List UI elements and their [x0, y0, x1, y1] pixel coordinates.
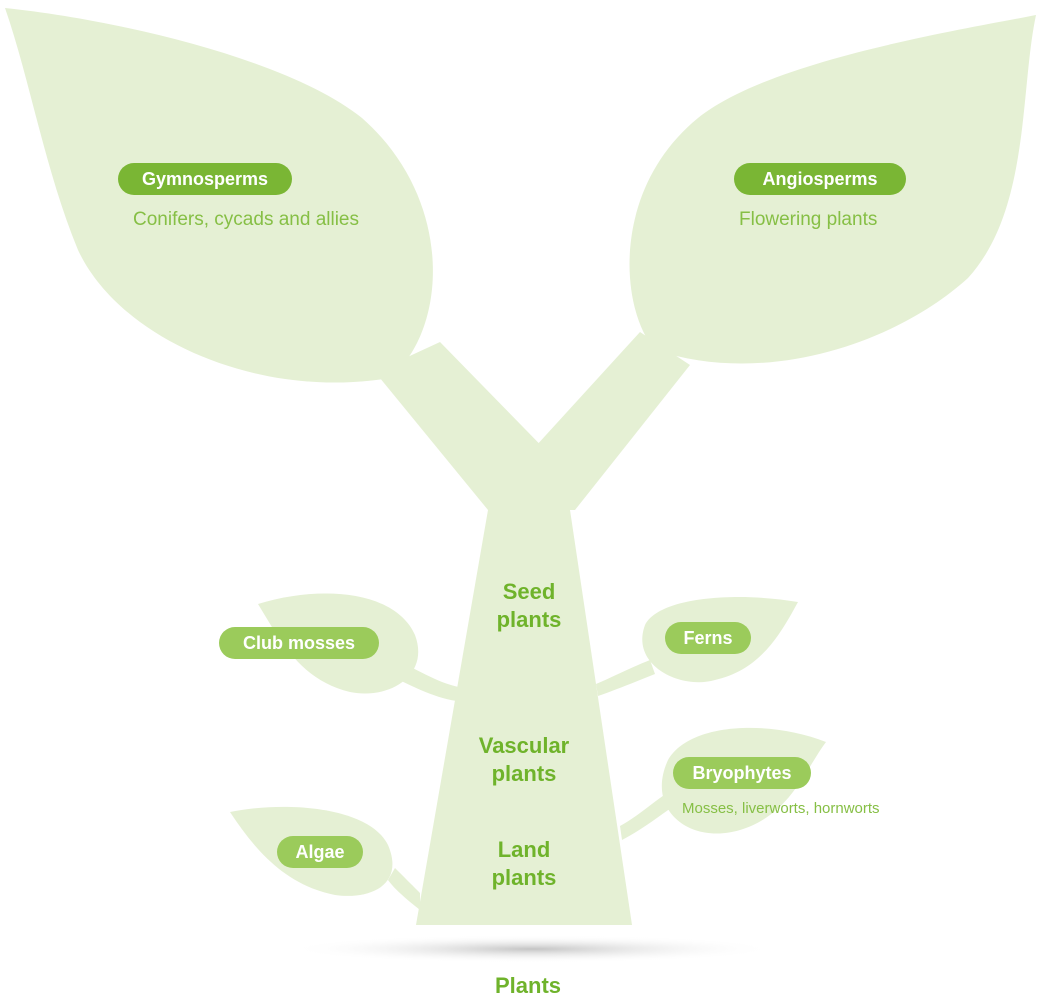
vascular-plants-label: Vascular plants — [434, 732, 614, 788]
trunk-shape — [416, 510, 632, 925]
root-label: Plants — [494, 973, 562, 998]
ground-shadow — [287, 935, 777, 963]
vascular-plants-line2: plants — [491, 761, 557, 786]
seed-plants-label: Seed plants — [439, 578, 619, 634]
ferns-pill: Ferns — [665, 622, 751, 654]
gymnosperms-description: Conifers, cycads and allies — [133, 209, 359, 230]
land-plants-line2: plants — [491, 865, 557, 890]
algae-stalk — [388, 868, 420, 910]
right-branch — [520, 332, 690, 510]
land-plants-line1: Land — [497, 837, 551, 862]
bryophytes-pill: Bryophytes — [673, 757, 811, 789]
bryophytes-description: Mosses, liverworts, hornworts — [682, 800, 880, 817]
seed-plants-line2: plants — [496, 607, 562, 632]
algae-pill: Algae — [277, 836, 363, 868]
angiosperms-description: Flowering plants — [739, 209, 878, 230]
seed-plants-line1: Seed — [502, 579, 556, 604]
club-mosses-pill: Club mosses — [219, 627, 379, 659]
gymnosperms-leaf — [5, 8, 433, 383]
gymnosperms-pill: Gymnosperms — [118, 163, 292, 195]
vascular-plants-line1: Vascular — [478, 733, 570, 758]
angiosperms-pill: Angiosperms — [734, 163, 906, 195]
land-plants-label: Land plants — [434, 836, 614, 892]
ferns-stalk — [596, 660, 655, 696]
left-branch — [375, 342, 565, 510]
